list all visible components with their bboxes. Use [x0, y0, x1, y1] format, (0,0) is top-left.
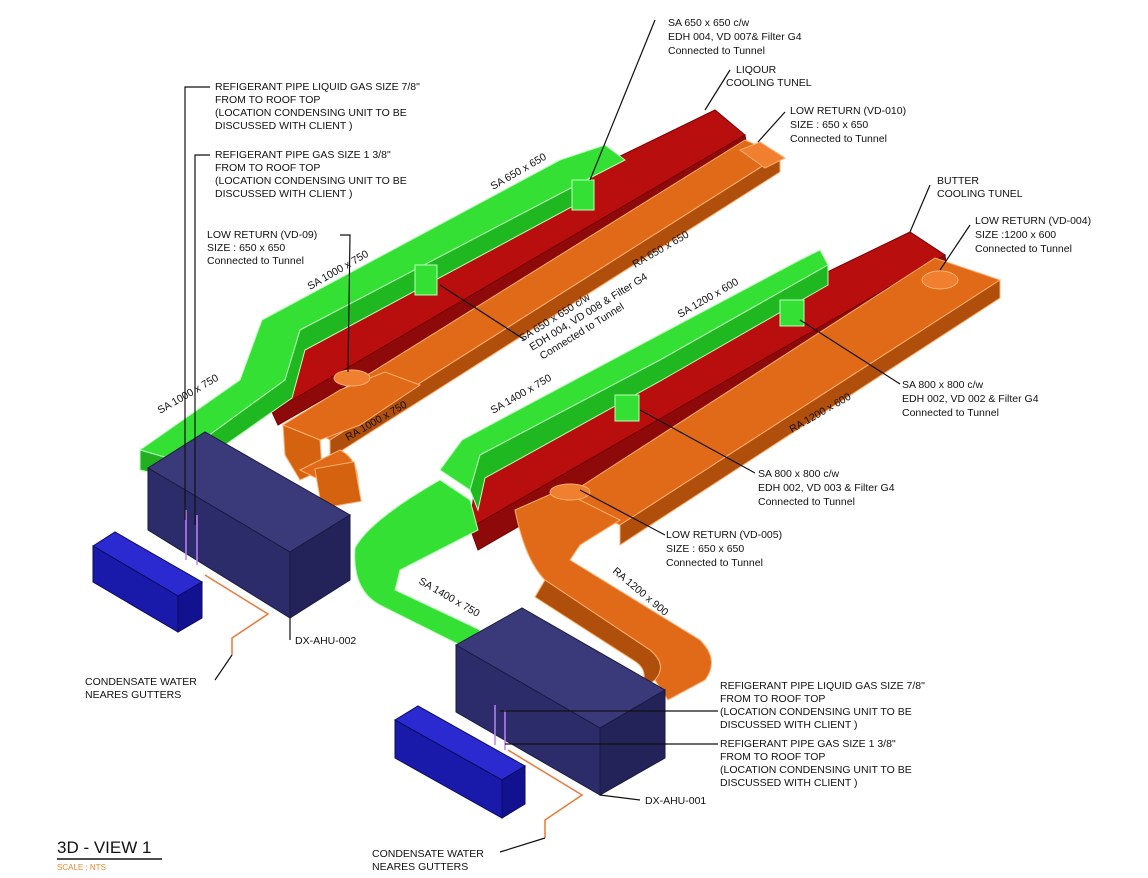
svg-text:NEARES GUTTERS: NEARES GUTTERS	[85, 689, 181, 701]
svg-text:EDH 004, VD 007& Filter G4: EDH 004, VD 007& Filter G4	[668, 31, 802, 43]
svg-text:SA 800 x 800 c/w: SA 800 x 800 c/w	[902, 379, 984, 391]
ahu-002-unit	[147, 431, 351, 619]
left-system	[92, 109, 787, 655]
svg-text:(LOCATION CONDENSING UNIT TO B: (LOCATION CONDENSING UNIT TO BE	[215, 175, 407, 187]
svg-text:DISCUSSED WITH CLIENT ): DISCUSSED WITH CLIENT )	[720, 777, 857, 789]
svg-text:SIZE : 650 x 650: SIZE : 650 x 650	[207, 242, 285, 254]
svg-text:EDH 002, VD 003 & Filter G4: EDH 002, VD 003 & Filter G4	[758, 482, 895, 494]
svg-text:LIQOUR: LIQOUR	[736, 64, 777, 76]
callout-sa800-vd003: SA 800 x 800 c/w EDH 002, VD 003 & Filte…	[758, 468, 895, 508]
svg-text:LOW RETURN (VD-010): LOW RETURN (VD-010)	[790, 105, 906, 117]
scale-label: SCALE : NTS	[57, 863, 106, 872]
svg-text:LOW RETURN (VD-09): LOW RETURN (VD-09)	[207, 229, 317, 241]
svg-text:LOW RETURN (VD-004): LOW RETURN (VD-004)	[975, 215, 1091, 227]
svg-text:FROM TO ROOF TOP: FROM TO ROOF TOP	[720, 751, 825, 763]
svg-text:LOW RETURN (VD-005): LOW RETURN (VD-005)	[666, 529, 782, 541]
svg-text:Connected to Tunnel: Connected to Tunnel	[666, 557, 763, 569]
svg-text:SA 800 x 800 c/w: SA 800 x 800 c/w	[758, 468, 840, 480]
right-system	[354, 231, 1002, 838]
svg-text:SA 650 x 650 c/w: SA 650 x 650 c/w	[668, 17, 750, 29]
callout-sa800-vd002: SA 800 x 800 c/w EDH 002, VD 002 & Filte…	[902, 379, 1039, 419]
svg-text:Connected to Tunnel: Connected to Tunnel	[790, 133, 887, 145]
callout-refr-liquid-left: REFIGERANT PIPE LIQUID GAS SIZE 7/8" FRO…	[215, 81, 420, 132]
svg-text:FROM TO ROOF TOP: FROM TO ROOF TOP	[215, 162, 320, 174]
callout-condensate-right: CONDENSATE WATER NEARES GUTTERS	[372, 848, 484, 873]
ahu-002-label: DX-AHU-002	[295, 635, 356, 647]
condensing-unit-right	[394, 705, 526, 819]
svg-text:COOLING TUNEL: COOLING TUNEL	[726, 77, 812, 89]
svg-text:Connected to Tunnel: Connected to Tunnel	[207, 255, 304, 267]
callout-refr-liquid-right: REFIGERANT PIPE LIQUID GAS SIZE 7/8" FRO…	[720, 680, 925, 731]
svg-text:COOLING TUNEL: COOLING TUNEL	[937, 188, 1023, 200]
return-duct-ra1000	[281, 369, 422, 509]
view-title: 3D - VIEW 1	[57, 838, 151, 857]
svg-text:DISCUSSED WITH CLIENT ): DISCUSSED WITH CLIENT )	[720, 719, 857, 731]
ahu-001-label: DX-AHU-001	[645, 795, 706, 807]
supply-duct-right	[354, 249, 829, 651]
svg-text:BUTTER: BUTTER	[937, 175, 979, 187]
svg-text:FROM TO ROOF TOP: FROM TO ROOF TOP	[215, 94, 320, 106]
condensing-unit-left	[92, 531, 203, 633]
callout-refr-gas-right: REFIGERANT PIPE GAS SIZE 1 3/8" FROM TO …	[720, 738, 912, 789]
svg-text:SIZE : 650 x 650: SIZE : 650 x 650	[666, 543, 744, 555]
svg-text:CONDENSATE WATER: CONDENSATE WATER	[372, 848, 484, 860]
view-title-block: 3D - VIEW 1 SCALE : NTS	[57, 838, 162, 872]
svg-text:Connected to Tunnel: Connected to Tunnel	[902, 407, 999, 419]
callout-liquor-tunnel: LIQOUR COOLING TUNEL	[726, 64, 812, 89]
svg-text:(LOCATION CONDENSING UNIT TO B: (LOCATION CONDENSING UNIT TO BE	[720, 706, 912, 718]
callout-butter-tunnel: BUTTER COOLING TUNEL	[937, 175, 1023, 200]
svg-text:Connected to Tunnel: Connected to Tunnel	[668, 45, 765, 57]
leader-lines	[184, 19, 971, 853]
condensate-pipe-right	[507, 749, 584, 838]
svg-text:Connected to Tunnel: Connected to Tunnel	[758, 496, 855, 508]
return-duct-ra1200-600	[558, 257, 1002, 546]
svg-text:DISCUSSED WITH CLIENT ): DISCUSSED WITH CLIENT )	[215, 188, 352, 200]
svg-text:Connected to Tunnel: Connected to Tunnel	[975, 243, 1072, 255]
callout-vd09: LOW RETURN (VD-09) SIZE : 650 x 650 Conn…	[207, 229, 317, 267]
svg-text:REFIGERANT PIPE GAS SIZE 1 3/8: REFIGERANT PIPE GAS SIZE 1 3/8"	[720, 738, 896, 750]
svg-text:DISCUSSED WITH CLIENT ): DISCUSSED WITH CLIENT )	[215, 120, 352, 132]
svg-text:REFIGERANT PIPE LIQUID GAS SIZ: REFIGERANT PIPE LIQUID GAS SIZE 7/8"	[215, 81, 420, 93]
callout-top-supply: SA 650 x 650 c/w EDH 004, VD 007& Filter…	[668, 17, 802, 57]
svg-text:REFIGERANT PIPE LIQUID GAS SIZ: REFIGERANT PIPE LIQUID GAS SIZE 7/8"	[720, 680, 925, 692]
svg-text:SIZE :1200 x 600: SIZE :1200 x 600	[975, 229, 1056, 241]
svg-text:(LOCATION CONDENSING UNIT TO B: (LOCATION CONDENSING UNIT TO BE	[215, 107, 407, 119]
svg-text:(LOCATION CONDENSING UNIT TO B: (LOCATION CONDENSING UNIT TO BE	[720, 764, 912, 776]
svg-text:CONDENSATE WATER: CONDENSATE WATER	[85, 676, 197, 688]
svg-text:SIZE : 650 x 650: SIZE : 650 x 650	[790, 119, 868, 131]
svg-text:EDH 002, VD 002 & Filter G4: EDH 002, VD 002 & Filter G4	[902, 393, 1039, 405]
svg-text:NEARES GUTTERS: NEARES GUTTERS	[372, 861, 468, 873]
callout-refr-gas-left: REFIGERANT PIPE GAS SIZE 1 3/8" FROM TO …	[215, 149, 407, 200]
svg-text:FROM TO ROOF TOP: FROM TO ROOF TOP	[720, 693, 825, 705]
svg-text:REFIGERANT PIPE GAS SIZE 1 3/8: REFIGERANT PIPE GAS SIZE 1 3/8"	[215, 149, 391, 161]
callout-vd004: LOW RETURN (VD-004) SIZE :1200 x 600 Con…	[975, 215, 1091, 255]
callout-condensate-left: CONDENSATE WATER NEARES GUTTERS	[85, 676, 197, 701]
return-duct-ra1200-900	[514, 483, 712, 701]
callout-vd005: LOW RETURN (VD-005) SIZE : 650 x 650 Con…	[666, 529, 782, 569]
return-duct-ra650	[294, 139, 787, 459]
condensate-pipe-left	[204, 574, 270, 655]
callout-vd010: LOW RETURN (VD-010) SIZE : 650 x 650 Con…	[790, 105, 906, 145]
